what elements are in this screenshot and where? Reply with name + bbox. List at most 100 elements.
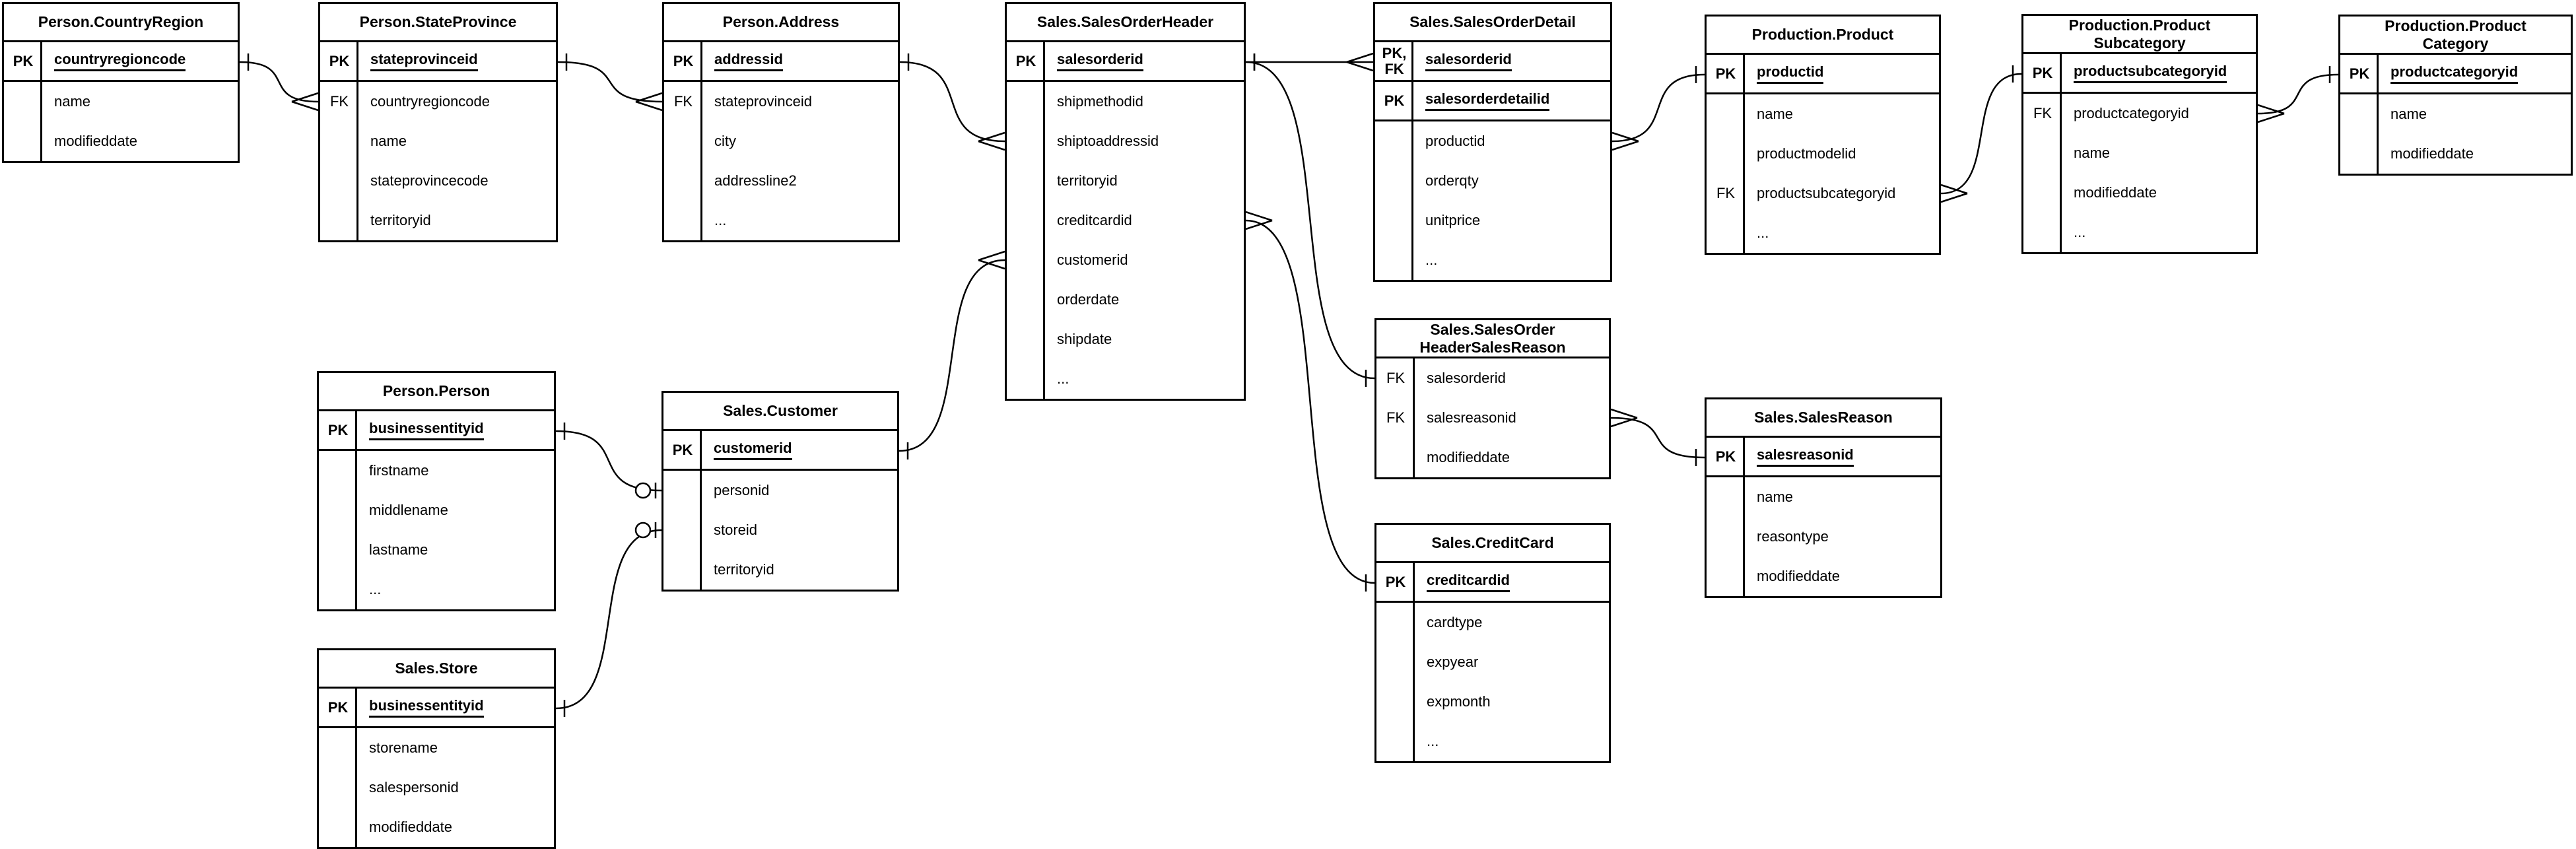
attribute-row: PK businessentityid (319, 411, 554, 451)
entity-title: Sales.CreditCard (1376, 525, 1609, 563)
field-name: productcategoryid (2379, 63, 2519, 84)
attribute-row: PK addressid (664, 42, 898, 82)
field-name: city (714, 133, 736, 149)
key-column-divider (1413, 561, 1415, 761)
field-name: productcategoryid (2074, 105, 2189, 121)
attribute-row: expyear (1376, 642, 1609, 682)
field-name: salespersonid (369, 779, 459, 796)
field-name: modifieddate (369, 819, 452, 835)
field-name: salesorderid (1413, 51, 1512, 71)
entity-title: Person.Address (664, 4, 898, 42)
entity-title: Sales.SalesReason (1707, 399, 1940, 438)
key-label: FK (1716, 185, 1736, 201)
entity-title: Person.CountryRegion (4, 4, 238, 42)
field-name: productsubcategoryid (1757, 185, 1896, 201)
primary-key-field: creditcardid (1427, 572, 1510, 592)
attribute-row: ... (1007, 359, 1244, 399)
primary-key-field: salesorderid (1057, 51, 1143, 71)
key-label: PK, FK (1382, 44, 1407, 77)
field-name: reasontype (1757, 528, 1829, 545)
relationship-salesorderdetail-product[interactable] (1611, 66, 1705, 151)
primary-key-field: salesreasonid (1757, 446, 1854, 467)
key-column-divider (40, 40, 42, 161)
field-name: salesorderdetailid (1413, 90, 1550, 111)
attribute-row: name (1707, 477, 1940, 517)
attribute-row: cardtype (1376, 603, 1609, 642)
key-label: FK (329, 93, 349, 110)
field-name: countryregioncode (42, 51, 186, 71)
field-name: ... (714, 212, 727, 228)
relationship-headersalesreason-salesreason[interactable] (1610, 408, 1705, 466)
field-name: name (54, 93, 91, 110)
field-name: addressline2 (714, 172, 797, 189)
relationship-salesorderheader-creditcard[interactable] (1245, 211, 1375, 592)
attribute-row: orderdate (1007, 280, 1244, 320)
relationship-store-customer[interactable] (555, 522, 662, 717)
primary-key-field: addressid (714, 51, 783, 71)
field-name: productmodelid (1757, 145, 1856, 162)
key-column-divider (700, 40, 702, 240)
relationship-stateprovince-address[interactable] (557, 53, 663, 112)
relationship-customer-salesorderheader[interactable] (898, 250, 1005, 459)
primary-key-field: businessentityid (369, 420, 484, 440)
attribute-row: addressline2 (664, 161, 898, 201)
attribute-row: orderqty (1375, 161, 1610, 201)
key-label: FK (1386, 370, 1406, 386)
primary-key-field: productid (1757, 63, 1824, 84)
attribute-row: lastname (319, 530, 554, 570)
relationship-person-customer[interactable] (555, 423, 662, 499)
attribute-row: territoryid (320, 201, 556, 240)
key-label: PK (327, 421, 349, 438)
attribute-row: reasontype (1707, 517, 1940, 557)
entity-title: Person.StateProvince (320, 4, 556, 42)
key-column-divider (356, 40, 358, 240)
attribute-row: modifieddate (2023, 173, 2256, 213)
entity-title: Sales.Customer (663, 393, 897, 431)
key-column-divider (355, 409, 357, 609)
relationship-address-salesorderheader[interactable] (899, 53, 1005, 151)
attribute-row: middlename (319, 491, 554, 530)
entity-title: Sales.Store (319, 650, 554, 689)
primary-key-field: businessentityid (369, 697, 484, 718)
attribute-row: shipdate (1007, 320, 1244, 359)
field-name: name (2074, 145, 2111, 161)
entity-title: Sales.SalesOrderHeader (1007, 4, 1244, 42)
key-label: PK (673, 52, 694, 69)
field-name: salesorderid (1045, 51, 1143, 71)
field-name: ... (369, 581, 382, 597)
relationship-salesorderheader-headersalesreason[interactable] (1245, 53, 1375, 387)
relationship-salesorderheader-salesorderdetail[interactable] (1246, 52, 1374, 72)
relationship-countryregion-stateprovince[interactable] (239, 53, 319, 112)
key-label: PK (1015, 52, 1036, 69)
attribute-row: ... (1376, 722, 1609, 761)
field-name: expyear (1427, 654, 1479, 670)
relationship-productsubcategory-productcategory[interactable] (2257, 66, 2339, 123)
relationship-product-productsubcategory[interactable] (1940, 65, 2022, 203)
key-column-divider (1411, 40, 1413, 280)
field-name: modifieddate (54, 133, 137, 149)
attribute-row: modifieddate (4, 121, 238, 161)
field-name: name (370, 133, 407, 149)
attribute-row: ... (664, 201, 898, 240)
attribute-row: unitprice (1375, 201, 1610, 240)
